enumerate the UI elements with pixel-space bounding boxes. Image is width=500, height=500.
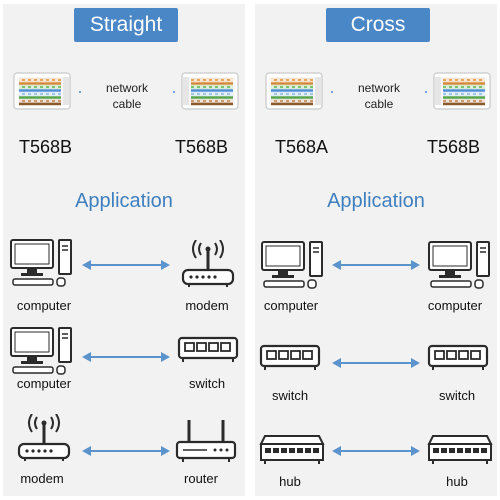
left-standard-label: T568B (19, 137, 73, 157)
device-label: hub (446, 474, 468, 489)
left-standard-label: T568A (275, 137, 329, 157)
modem-icon (9, 414, 79, 464)
hub-icon (257, 422, 327, 472)
device-label: modem (185, 298, 229, 313)
cable-label-line1: network (81, 81, 173, 95)
rj45-plug-icon (433, 69, 491, 113)
router-icon (171, 416, 241, 466)
switch-icon (423, 334, 493, 384)
double-arrow-icon (331, 356, 421, 370)
straight-title: Straight (74, 8, 178, 42)
cable-label-line2: cable (81, 97, 173, 111)
device-label: switch (271, 388, 309, 403)
device-label: switch (438, 388, 476, 403)
device-label: computer (16, 376, 72, 391)
rj45-plug-icon (181, 69, 239, 113)
straight-panel: Straight network cable T568B T568B Appli… (3, 4, 245, 496)
switch-icon (255, 334, 325, 384)
device-label: modem (20, 471, 64, 486)
double-arrow-icon (81, 350, 171, 364)
cable-label-line1: network (333, 81, 425, 95)
rj45-plug-icon (265, 69, 323, 113)
cross-title: Cross (326, 8, 430, 42)
computer-icon (260, 240, 330, 290)
hub-icon (425, 422, 495, 472)
panel-divider (249, 0, 251, 500)
modem-icon (173, 240, 243, 290)
computer-icon (9, 238, 79, 288)
device-label: switch (188, 376, 226, 391)
switch-icon (173, 326, 243, 376)
right-standard-label: T568B (427, 137, 481, 157)
application-heading: Application (75, 190, 173, 212)
device-label: computer (263, 298, 319, 313)
computer-icon (9, 326, 79, 376)
device-label: computer (16, 298, 72, 313)
double-arrow-icon (81, 444, 171, 458)
cross-panel: Cross network cable T568A T568B Applicat… (255, 4, 497, 496)
device-label: router (184, 471, 218, 486)
device-label: computer (427, 298, 483, 313)
computer-icon (427, 240, 497, 290)
double-arrow-icon (81, 258, 171, 272)
rj45-plug-icon (13, 69, 71, 113)
cable-label-line2: cable (333, 97, 425, 111)
device-label: hub (279, 474, 301, 489)
right-standard-label: T568B (175, 137, 229, 157)
double-arrow-icon (331, 258, 421, 272)
double-arrow-icon (331, 444, 421, 458)
application-heading: Application (327, 190, 425, 212)
